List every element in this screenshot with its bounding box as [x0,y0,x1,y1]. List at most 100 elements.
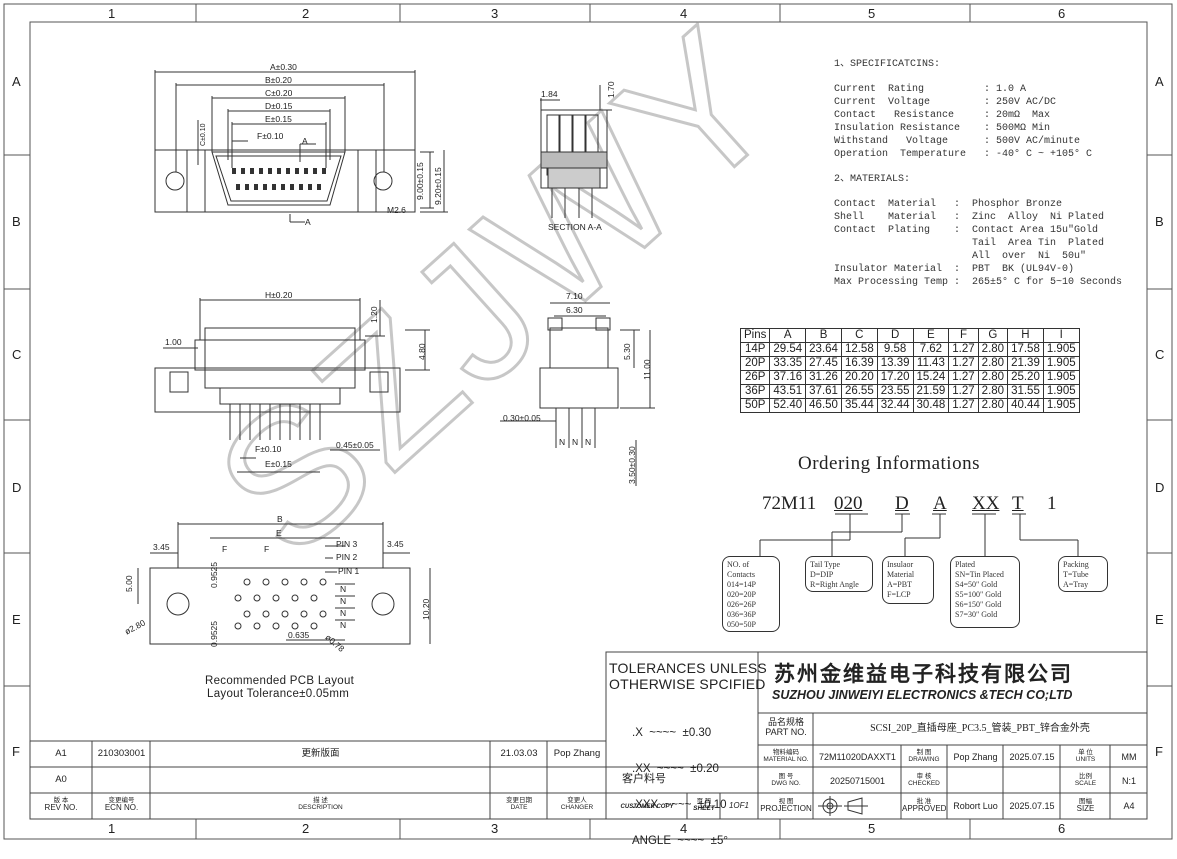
dim-b: B±0.20 [265,75,292,85]
table-cell: 26.55 [840,384,878,399]
ecn-header-cn: 变更编号 [108,797,135,804]
table-header: I [1042,328,1080,343]
table-cell: 17.20 [876,370,914,385]
table-cell: 37.61 [805,384,842,399]
col-label-6: 6 [1058,6,1066,21]
col-label-1: 1 [108,6,116,21]
ecn-header-en: ECN NO. [104,803,139,812]
projection-label-cn: 视 图 [778,798,794,805]
pcb-dim-f1: F [222,544,228,554]
drawing-label: 制 图 DRAWING [902,749,946,763]
approved-label: 批 准 APPROVED [902,798,946,813]
pcb-dim-3-45-left: 3.45 [153,542,170,552]
company-name-en: SUZHOU JINWEIYI ELECTRONICS &TECH CO;LTD [772,688,1073,702]
units-label-en: UNITS [1075,756,1096,763]
spec-row: Operation Temperature : -40° C ~ +105° C [834,149,1093,160]
ordering-title: Ordering Informations [798,453,980,474]
table-header: B [805,328,842,343]
sheet-label-en: SHEET [693,805,715,812]
pcb-marker-n-4: N [340,620,347,630]
approve-date: 2025.07.15 [1009,801,1055,811]
drawing-label-en: DRAWING [908,756,940,763]
dim-e: E±0.15 [265,114,292,124]
dim-a: A±0.30 [270,62,297,72]
units-value: MM [1121,752,1137,762]
table-cell: 27.45 [805,356,842,371]
section-label: SECTION A-A [548,222,602,232]
row-label-c-right: C [1155,347,1165,362]
table-cell: 31.26 [805,370,842,385]
ordering-leaders [759,513,1079,556]
scale-label-en: SCALE [1074,780,1097,787]
row-label-d: D [12,480,22,495]
table-cell: 11.43 [912,356,950,371]
table-cell: 16.39 [840,356,878,371]
rev-header-en: REV NO. [44,803,78,812]
table-cell: 43.51 [769,384,807,399]
approved-label-cn: 批 准 [916,798,932,805]
pcb-layout-tolerance: Layout Tolerance±0.05mm [207,688,350,700]
col-label-2-bottom: 2 [302,821,310,836]
col-label-3-bottom: 3 [491,821,499,836]
tolerance-line: .XX ~~~~ ±0.20 [632,763,719,775]
projection-label-en: PROJECTION [760,804,812,813]
pcb-dim-3-45-right: 3.45 [387,539,404,549]
date-a1: 21.03.03 [500,748,538,759]
dim-9-20: 9.20±0.15 [433,167,443,205]
rev-header-cn: 版 本 [53,797,69,804]
table-cell: 32.44 [876,398,914,413]
table-cell: 50P [739,398,771,413]
pcb-pin-2: PIN 2 [336,552,358,562]
pcb-dim-0-9525-a: 0.9525 [209,562,219,588]
projection-symbol [818,796,868,816]
marker-a-top: A [302,136,308,146]
tolerance-line: ANGLE ~~~~ ±5° [632,835,728,847]
table-cell: 2.80 [977,384,1009,399]
table-cell: 1.905 [1042,342,1080,357]
company-name-cn: 苏州金维益电子科技有限公司 [774,662,1073,686]
pcb-marker-n-3: N [340,608,347,618]
marker-n-2: N [572,437,579,447]
col-label-5-bottom: 5 [868,821,876,836]
table-cell: 1.905 [1042,356,1080,371]
sheet-label-cn: 页 码 [696,798,712,805]
table-cell: 1.27 [948,342,979,357]
checked-label-cn: 审 核 [916,773,932,780]
dim-11-00: 11.00 [642,359,652,380]
dim-1-20: 1.20 [369,306,379,323]
table-cell: 7.62 [912,342,950,357]
desc-header: 描 述 DESCRIPTION [151,797,490,811]
table-cell: 21.39 [1007,356,1044,371]
units-label: 单 位 UNITS [1061,749,1110,763]
spec-row: Current Voltage : 250V AC/DC [834,97,1057,108]
pcb-layout-title: Recommended PCB Layout [205,675,355,687]
table-cell: 26P [739,370,771,385]
table-cell: 46.50 [805,398,842,413]
table-cell: 2.80 [977,356,1009,371]
changer-header-cn: 变更人 [567,797,587,804]
table-cell: 33.35 [769,356,807,371]
dim-e-mid: E±0.15 [265,459,292,469]
table-header: G [977,328,1009,343]
row-label-a: A [12,74,21,89]
table-cell: 17.58 [1007,342,1044,357]
dim-c: C±0.20 [265,88,293,98]
material-row: Insulator Material : PBT BK (UL94V-0) [834,264,1075,275]
table-cell: 29.54 [769,342,807,357]
order-code-tail: D [895,493,909,514]
spec-row: Contact Resistance : 20mΩ Max [834,110,1051,121]
draw-date: 2025.07.15 [1009,752,1055,762]
dim-3-50: 3.50±0.30 [627,446,637,484]
col-label-3: 3 [491,6,499,21]
row-label-e: E [12,612,21,627]
scale-label-cn: 比例 [1079,773,1092,780]
order-box-plated: Plated SN=Tin Placed S4=50" Gold S5=100"… [950,556,1020,628]
part-no-label-cn: 品名规格 [767,717,804,727]
material-no: 72M11020DAXXT1 [819,752,896,762]
spec-heading: 1、SPECIFICATCINS: [834,59,941,70]
dim-1-00: 1.00 [165,337,182,347]
